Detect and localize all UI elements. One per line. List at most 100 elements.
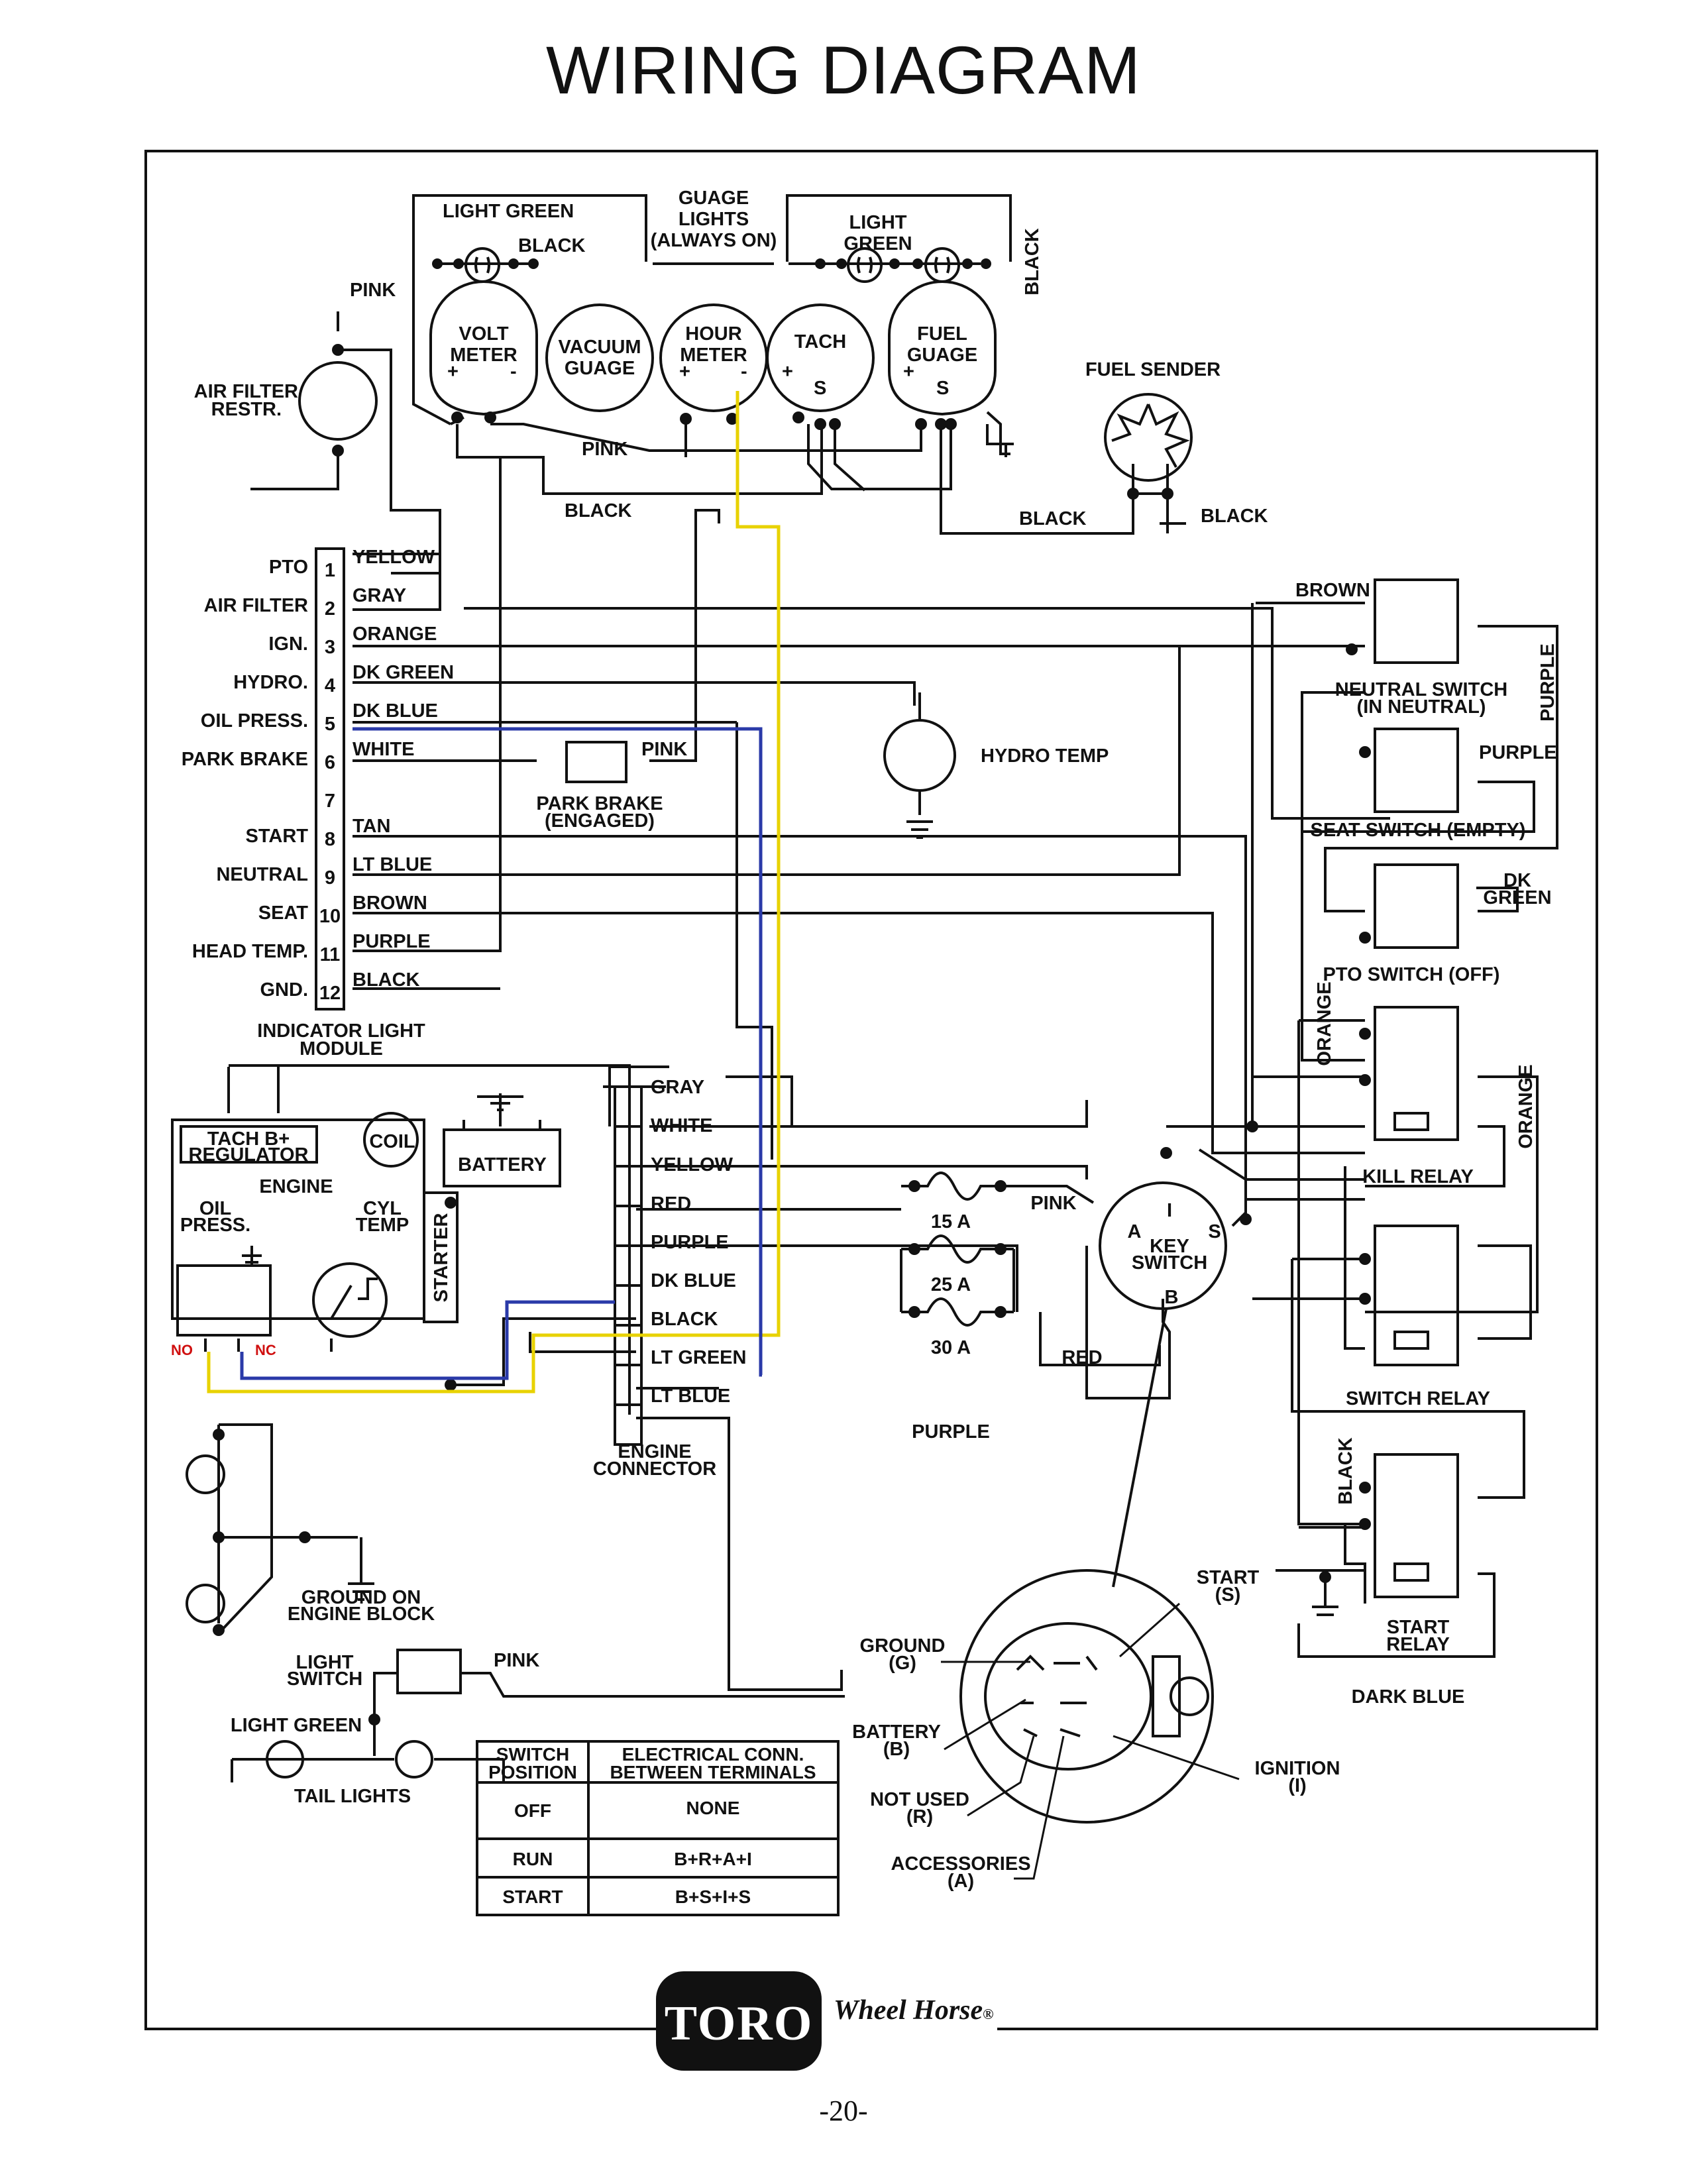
start-relay-label-1: START [1387, 1617, 1450, 1638]
guage-lights-1: GUAGE [679, 188, 749, 209]
battery [443, 1128, 561, 1187]
page-number: -20- [819, 2095, 868, 2127]
indicator-module-label-1: INDICATOR LIGHT [257, 1020, 425, 1042]
connector-wire-9: LT BLUE [651, 1386, 730, 1407]
start-relay-label-2: RELAY [1386, 1634, 1450, 1655]
wire-purple-right: PURPLE [1537, 643, 1558, 722]
tach-gauge [766, 303, 875, 412]
wire-black-top: BLACK [518, 235, 586, 256]
connector-wire-3: YELLOW [651, 1154, 734, 1175]
wire-red-key: RED [1061, 1347, 1102, 1368]
volt-plus: + [447, 361, 459, 382]
connector-wire-8: LT GREEN [651, 1347, 746, 1368]
wire-harness [171, 262, 1558, 1824]
module-label-3: IGN. [268, 633, 308, 655]
module-label-8: START [245, 826, 308, 847]
module-wire-8: TAN [353, 816, 390, 837]
wire-black-fuel-right: BLACK [1201, 506, 1268, 527]
switch-table-text: SWITCH POSITION ELECTRICAL CONN. BETWEEN… [488, 1744, 816, 1907]
tail-lights-label: TAIL LIGHTS [294, 1786, 411, 1807]
module-pin-4: 4 [325, 675, 335, 696]
wire-pink-key: PINK [1030, 1193, 1076, 1214]
headlight-icon [186, 1454, 225, 1494]
module-wire-10: BROWN [353, 893, 427, 914]
hydro-temp-label: HYDRO TEMP [981, 745, 1109, 767]
module-label-11: HEAD TEMP. [192, 941, 308, 962]
neutral-switch-label-1: NEUTRAL SWITCH [1335, 679, 1507, 700]
oil-press-label-1: OIL [199, 1198, 231, 1219]
neutral-switch [1374, 578, 1459, 664]
coil [363, 1112, 419, 1168]
module-wire-9: LT BLUE [353, 854, 432, 875]
module-pin-11: 11 [320, 944, 341, 965]
tail-light-icon [266, 1740, 304, 1778]
guage-lights-3: (ALWAYS ON) [651, 230, 777, 251]
fuse-30a: 30 A [931, 1337, 971, 1358]
engine-connector-block [614, 1085, 643, 1446]
callout-ground-2: (G) [889, 1653, 916, 1674]
wire-black-fuel-left: BLACK [1019, 508, 1087, 529]
table-header-conn-2: BETWEEN TERMINALS [610, 1762, 816, 1782]
guage-lights-2: LIGHTS [679, 209, 749, 230]
junction-dots [213, 344, 1371, 1725]
module-label-10: SEAT [258, 902, 308, 924]
connector-wire-5: PURPLE [651, 1232, 729, 1253]
module-label-4: HYDRO. [233, 672, 308, 693]
module-label-9: NEUTRAL [216, 864, 308, 885]
seat-switch [1374, 728, 1459, 813]
air-filter-label-2: RESTR. [211, 399, 282, 420]
kill-relay [1374, 1006, 1459, 1141]
table-row-off-terminals: NONE [686, 1798, 740, 1818]
toro-logo-text: TORO [664, 1996, 814, 2051]
wire-light-green-tail: LIGHT GREEN [231, 1715, 362, 1736]
wire-orange-left: ORANGE [1314, 981, 1335, 1065]
light-switch-label-1: LIGHT [296, 1652, 354, 1673]
start-relay [1374, 1453, 1459, 1598]
indicator-light-module [315, 547, 345, 1010]
wire-black-mid: BLACK [565, 500, 632, 521]
engine-label: ENGINE [259, 1176, 333, 1197]
table-row-run-terminals: B+R+A+I [674, 1849, 752, 1869]
engine-connector-label-1: ENGINE [618, 1441, 691, 1462]
key-switch-label-2: SWITCH [1132, 1252, 1207, 1274]
tach-s: S [814, 378, 826, 399]
ground-block-label-1: GROUND ON [301, 1587, 421, 1608]
wire-light-green-top: LIGHT GREEN [443, 201, 574, 222]
wire-dk-green-2: GREEN [1483, 887, 1551, 908]
hour-label-1: HOUR [685, 323, 741, 345]
wire-black-start: BLACK [1335, 1437, 1356, 1505]
wire-brown: BROWN [1295, 580, 1370, 601]
connector-wire-7: BLACK [651, 1309, 718, 1330]
table-header-switch-1: SWITCH [496, 1744, 569, 1765]
key-terminal-a: A [1128, 1221, 1142, 1242]
toro-logo-badge [656, 1971, 822, 2071]
pto-switch [1374, 863, 1459, 949]
wire-orange-right: ORANGE [1515, 1064, 1537, 1148]
tach-reg-label-1: TACH B+ [207, 1128, 290, 1150]
module-pin-9: 9 [325, 867, 335, 889]
engine-connector-label-2: CONNECTOR [593, 1458, 716, 1480]
table-row-run-position: RUN [513, 1849, 553, 1869]
module-pin-5: 5 [325, 714, 335, 735]
ground-block-label-2: ENGINE BLOCK [288, 1604, 435, 1625]
vacuum-label-2: GUAGE [565, 358, 635, 379]
tach-reg-label-2: REGULATOR [189, 1144, 309, 1166]
table-row-start-terminals: B+S+I+S [675, 1886, 751, 1907]
page-title: WIRING DIAGRAM [546, 32, 1141, 108]
key-terminal-s: S [1208, 1221, 1221, 1242]
switch-relay-label: SWITCH RELAY [1346, 1388, 1490, 1409]
callout-ground-1: GROUND [860, 1635, 946, 1657]
vacuum-label-1: VACUUM [558, 337, 641, 358]
light-switch-label-2: SWITCH [287, 1668, 362, 1690]
blue-wire-annotation [240, 727, 763, 1380]
pto-switch-label: PTO SWITCH (OFF) [1323, 964, 1500, 985]
fuel-plus: + [903, 361, 914, 382]
fuel-guage [888, 280, 997, 416]
module-pin-3: 3 [325, 637, 335, 658]
switch-relay [1374, 1225, 1459, 1366]
diagram-labels: VOLT METER VACUUM GUAGE HOUR METER TACH … [171, 188, 1558, 1892]
wire-pink-park: PINK [641, 739, 687, 760]
tach-plus: + [782, 361, 793, 382]
callout-not-used-1: NOT USED [870, 1789, 969, 1810]
callout-not-used-2: (R) [906, 1806, 933, 1828]
